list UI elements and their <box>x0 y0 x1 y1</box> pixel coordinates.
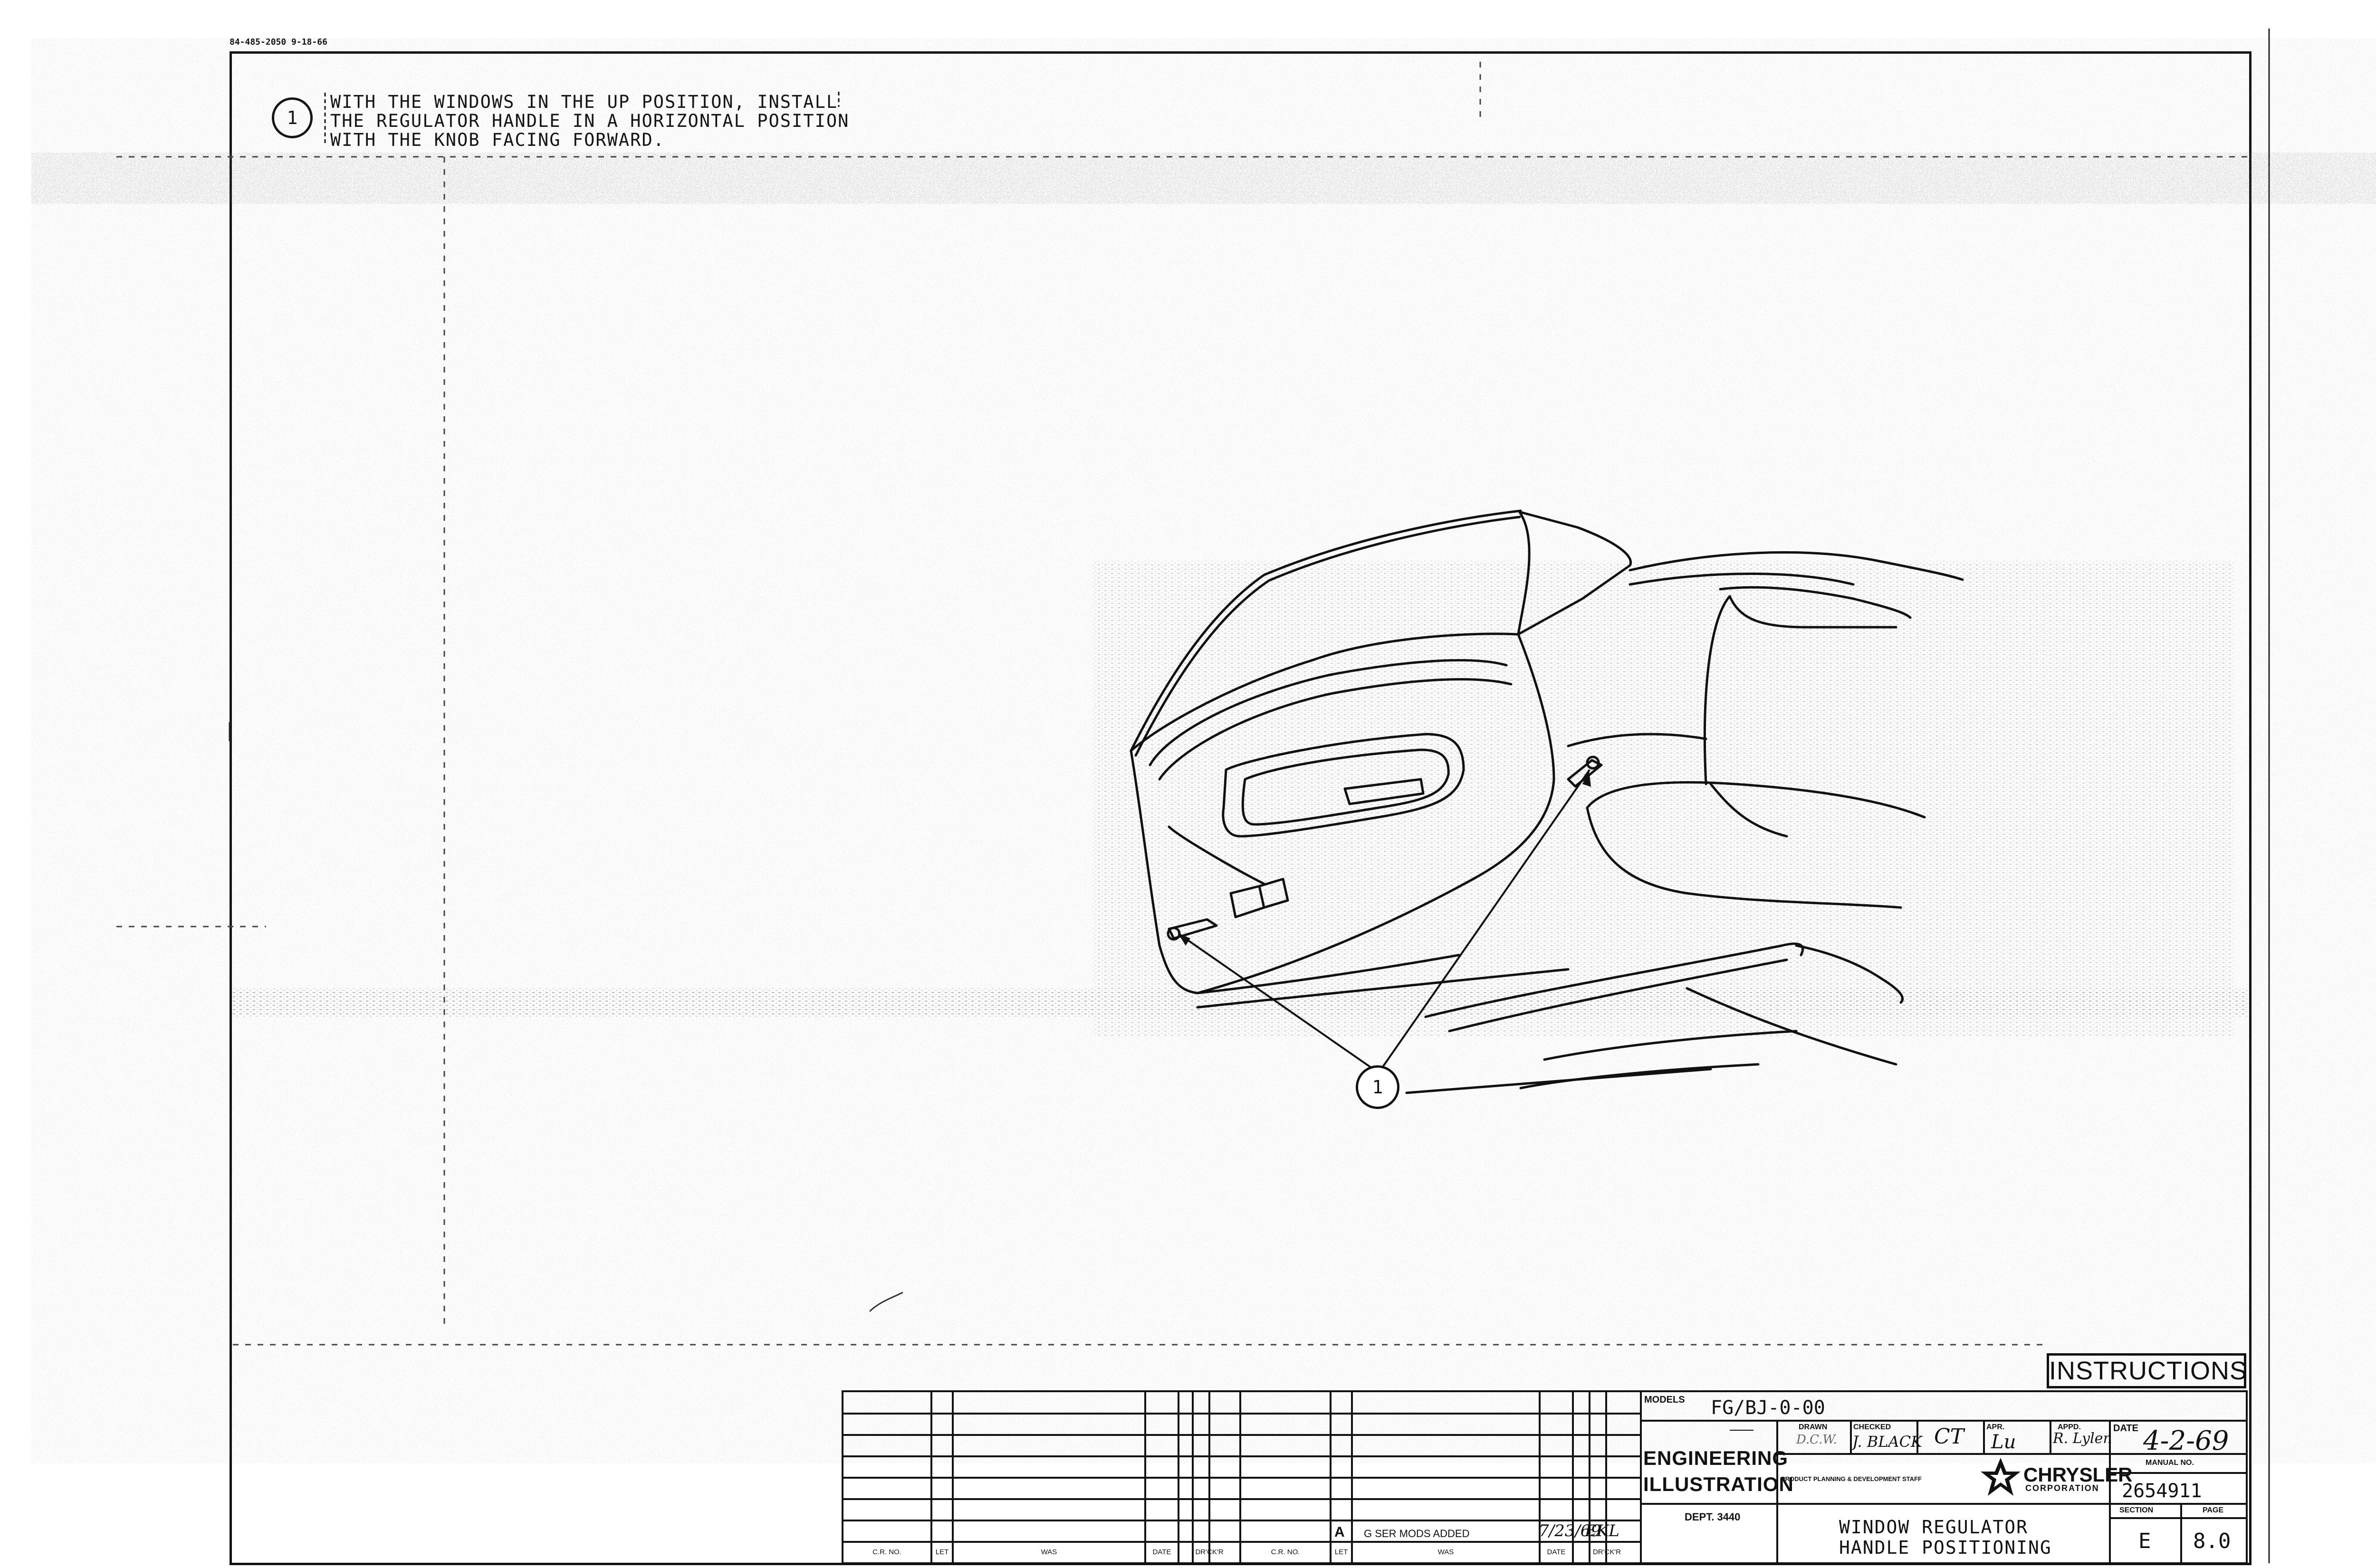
section-label: SECTION <box>2119 1506 2154 1514</box>
models-value: FG/BJ-0-00 <box>1711 1397 1825 1419</box>
dept-line-1: ENGINEERING <box>1643 1447 1789 1469</box>
note-number-circle: 1 <box>272 97 313 138</box>
copy-noise <box>233 157 2248 1345</box>
callout-circle: 1 <box>1356 1065 1399 1109</box>
rev-entry-text: G SER MODS ADDED <box>1364 1528 1470 1539</box>
page-label: PAGE <box>2203 1506 2224 1514</box>
apr-label: APR. <box>1986 1423 2005 1431</box>
rev-col-crno: C.R. NO. <box>872 1548 901 1556</box>
rev-col-date: DATE <box>1152 1548 1171 1556</box>
title-line-2: HANDLE POSITIONING <box>1839 1537 2052 1558</box>
title-line-1: WINDOW REGULATOR <box>1839 1517 2029 1538</box>
date-value: 4-2-69 <box>2143 1425 2229 1456</box>
date-label: DATE <box>2113 1423 2138 1434</box>
note-number: 1 <box>287 107 298 128</box>
rev-col-drckr: DR'CK'R <box>1195 1548 1224 1556</box>
pentastar-logo <box>1981 1458 2021 1496</box>
section-value: E <box>2138 1529 2151 1553</box>
instructions-badge: INSTRUCTIONS <box>2047 1353 2247 1388</box>
rev-entry-initials: EKL <box>1585 1521 1619 1540</box>
manual-label: MANUAL NO. <box>2146 1459 2194 1467</box>
dept-number: DEPT. 3440 <box>1685 1511 1741 1523</box>
checked-value: J. BLACK <box>1852 1433 1922 1451</box>
stray-mark <box>869 1291 903 1312</box>
leader-arrows <box>1178 771 1591 946</box>
appd-value: R. Lylen <box>2053 1430 2112 1447</box>
checked-label: CHECKED <box>1853 1423 1891 1431</box>
rev-col-date-2: DATE <box>1547 1548 1566 1556</box>
dashed-guides <box>116 62 2248 1346</box>
rev-col-drckr-2: DR'CK'R <box>1592 1548 1621 1556</box>
models-label: MODELS <box>1644 1395 1685 1405</box>
callout-number: 1 <box>1372 1077 1383 1098</box>
checked-initials: CT <box>1934 1425 1964 1449</box>
note-text: WITH THE WINDOWS IN THE UP POSITION, INS… <box>330 92 850 150</box>
rev-col-was-2: WAS <box>1437 1548 1454 1556</box>
manual-value: 2654911 <box>2122 1480 2202 1502</box>
page-value: 8.0 <box>2193 1529 2231 1553</box>
rev-col-was: WAS <box>1041 1548 1057 1556</box>
rev-col-let: LET <box>935 1548 949 1556</box>
drawn-value: D.C.W. <box>1796 1433 1837 1447</box>
staff-label: PRODUCT PLANNING & DEVELOPMENT STAFF <box>1781 1475 1922 1482</box>
rev-col-crno-2: C.R. NO. <box>1271 1548 1300 1556</box>
dept-line-2: ILLUSTRATION <box>1643 1473 1794 1495</box>
rev-col-let-2: LET <box>1334 1548 1348 1556</box>
callout-leaders <box>1178 769 1590 1070</box>
rev-entry-date: 7/23/69 <box>1539 1521 1601 1540</box>
drawn-label: DRAWN <box>1799 1423 1828 1431</box>
apr-value: Lu <box>1991 1431 2016 1453</box>
drawing-number: 84-485-2050 9-18-66 <box>230 37 327 47</box>
company-name: CHRYSLER <box>2023 1463 2133 1486</box>
appd-label: APPD. <box>2058 1423 2081 1431</box>
note-bracket <box>324 92 840 145</box>
door-illustration <box>1130 509 1964 1094</box>
rev-entry-letter: A <box>1334 1524 1345 1540</box>
company-sub: CORPORATION <box>2025 1483 2099 1493</box>
